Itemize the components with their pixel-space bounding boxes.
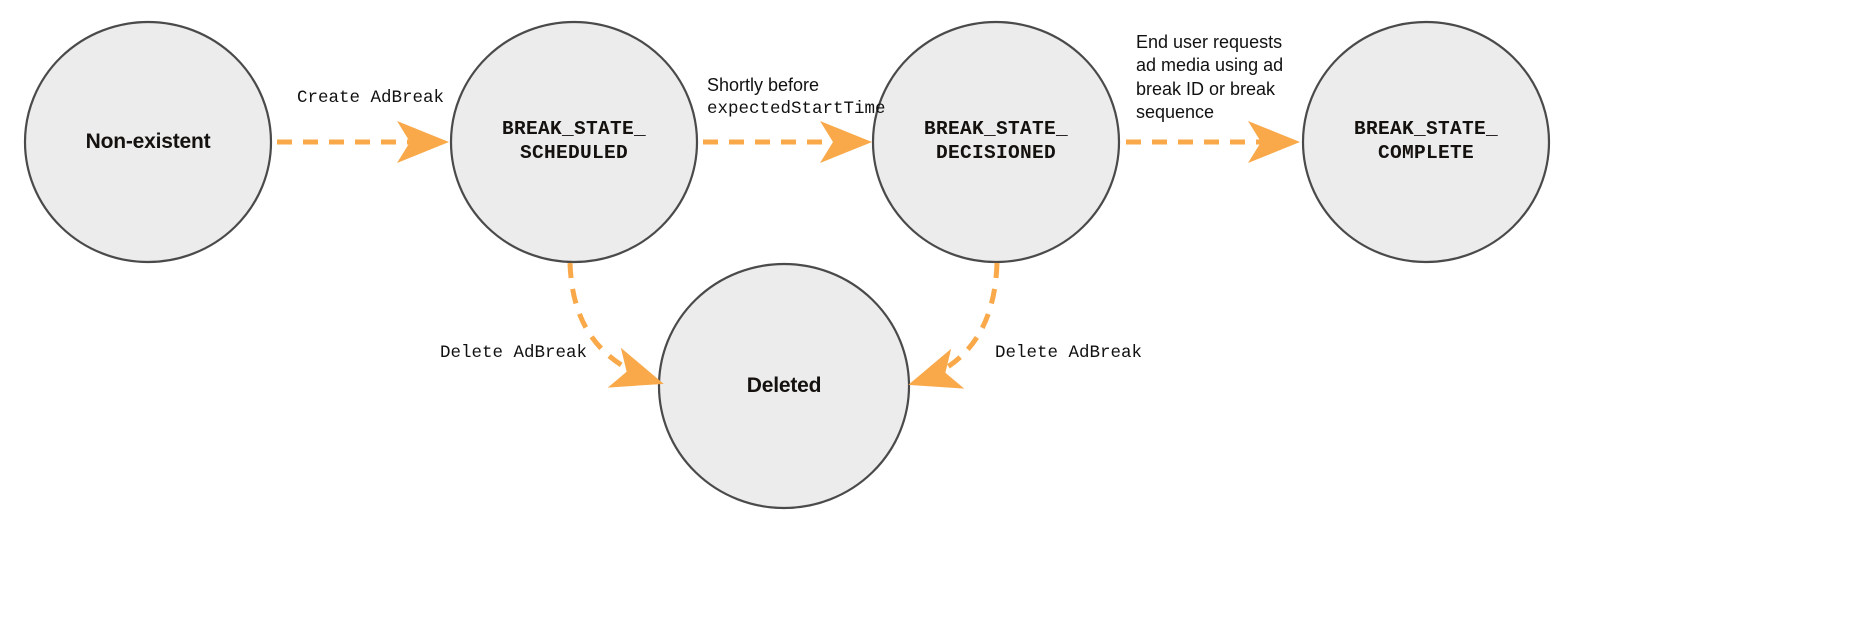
state-node-non-existent[interactable]	[23, 20, 273, 264]
nodes-layer	[23, 20, 1551, 510]
state-node-deleted[interactable]	[657, 262, 911, 510]
edges-layer	[277, 121, 1301, 389]
state-node-break-state-decisioned[interactable]	[871, 20, 1121, 264]
state-node-break-state-complete[interactable]	[1301, 20, 1551, 264]
transition-arrow-delete-adbreak-from-decisioned[interactable]	[908, 262, 1000, 389]
state-node-break-state-scheduled[interactable]	[449, 20, 699, 264]
transition-arrow-delete-adbreak-from-scheduled[interactable]	[567, 262, 664, 388]
